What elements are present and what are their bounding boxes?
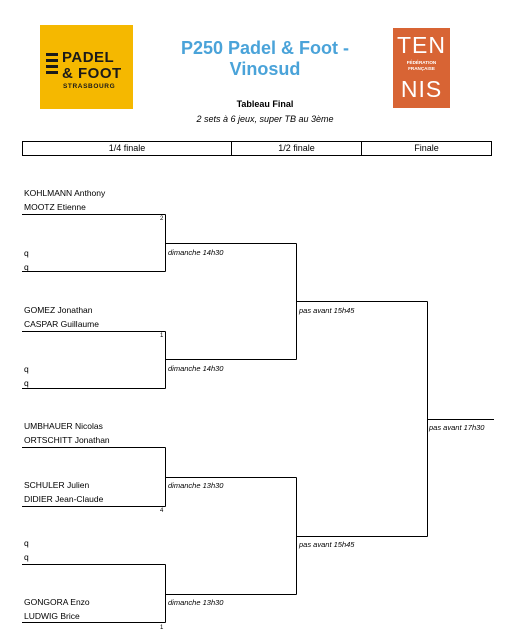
qf3-pair1-player2: ORTSCHITT Jonathan <box>24 435 110 445</box>
sf1-schedule: pas avant 15h45 <box>299 306 355 315</box>
title-line-2: Vinosud <box>229 59 301 79</box>
logo-stripes-icon <box>46 53 58 81</box>
qf4-pair1-player1: q <box>24 538 29 548</box>
qf2-pair2-player2: q <box>24 378 29 388</box>
logo-federation-text: FÉDÉRATION FRANÇAISE <box>406 60 437 71</box>
qf1-schedule: dimanche 14h30 <box>168 248 224 257</box>
logo-text-line2: & FOOT <box>62 65 122 82</box>
title-line-1: P250 Padel & Foot - <box>180 38 350 58</box>
qf2-pair1-player2: CASPAR Guillaume <box>24 319 99 329</box>
final-schedule: pas avant 17h30 <box>429 423 485 432</box>
logo-tennis-bottom: NIS <box>400 76 443 102</box>
qf1-pair2-player1: q <box>24 248 29 258</box>
qf1-pair1-player1: KOHLMANN Anthony <box>24 188 106 198</box>
qf1-seed1: 2 <box>160 216 164 222</box>
match-format: 2 sets à 6 jeux, super TB au 3ème <box>196 114 334 124</box>
qf1-pair1-player2: MOOTZ Etienne <box>24 202 86 212</box>
qf2-seed1: 1 <box>160 333 164 339</box>
logo-text-line3: STRASBOURG <box>63 83 116 90</box>
qf4-seed2: 1 <box>160 625 164 631</box>
qf2-pair1-player1: GOMEZ Jonathan <box>24 305 93 315</box>
qf4-pair2-player1: GONGORA Enzo <box>24 597 90 607</box>
draw-subtitle: Tableau Final <box>236 99 294 109</box>
qf3-pair2-player1: SCHULER Julien <box>24 480 90 490</box>
qf2-pair2-player1: q <box>24 364 29 374</box>
sf2-schedule: pas avant 15h45 <box>299 540 355 549</box>
qf3-seed2: 4 <box>160 508 164 514</box>
padel-foot-logo: PADEL & FOOT STRASBOURG <box>40 25 133 109</box>
qf4-pair2-player2: LUDWIG Brice <box>24 611 80 621</box>
tournament-title: P250 Padel & Foot - Vinosud <box>150 38 380 80</box>
round-quarterfinal: 1/4 finale <box>23 142 232 155</box>
rounds-header: 1/4 finale 1/2 finale Finale <box>22 141 492 156</box>
fft-tennis-logo: TEN FÉDÉRATION FRANÇAISE NIS <box>393 28 450 108</box>
round-semifinal: 1/2 finale <box>232 142 362 155</box>
logo-tennis-top: TEN <box>397 32 446 58</box>
logo-text-line1: PADEL <box>62 49 115 66</box>
round-final: Finale <box>414 143 439 153</box>
qf2-schedule: dimanche 14h30 <box>168 364 224 373</box>
qf3-schedule: dimanche 13h30 <box>168 481 224 490</box>
qf4-pair1-player2: q <box>24 552 29 562</box>
qf3-pair2-player2: DIDIER Jean-Claude <box>24 494 104 504</box>
qf4-schedule: dimanche 13h30 <box>168 598 224 607</box>
qf3-pair1-player1: UMBHAUER Nicolas <box>24 421 103 431</box>
qf1-pair2-player2: q <box>24 262 29 272</box>
